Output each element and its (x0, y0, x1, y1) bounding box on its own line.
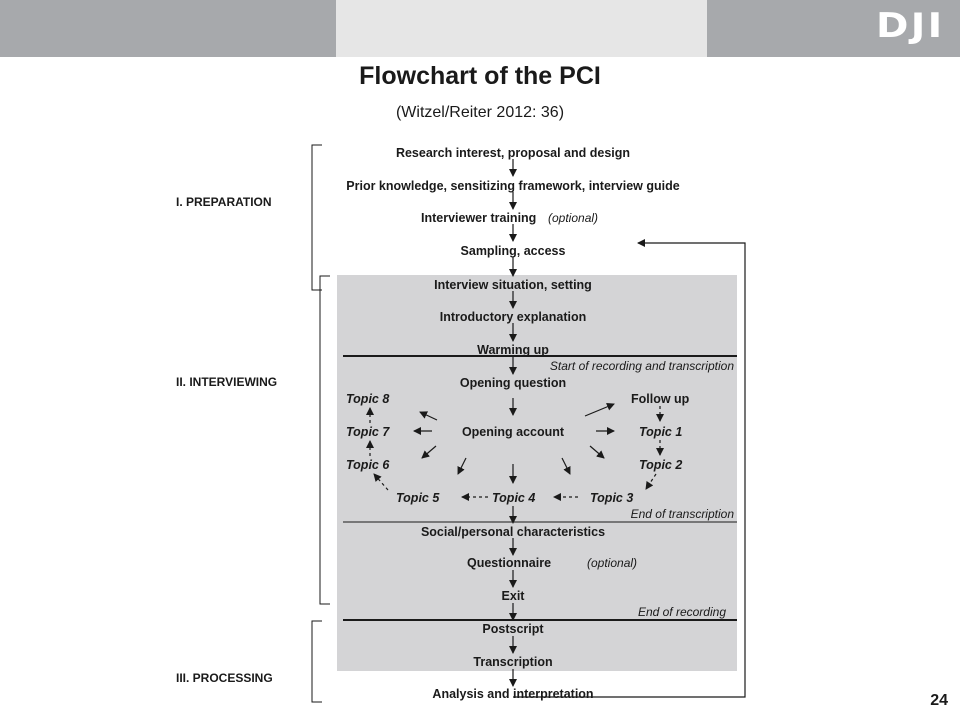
node-warming-up: Warming up (477, 343, 549, 357)
phase-preparation: I. PREPARATION (176, 195, 272, 209)
node-analysis: Analysis and interpretation (432, 687, 593, 701)
arrow-loop-to-sampling (513, 239, 746, 698)
node-topic-4: Topic 4 (492, 491, 535, 505)
phase-processing: III. PROCESSING (176, 671, 273, 685)
slide-title: Flowchart of the PCI (359, 62, 601, 90)
header-bar-right (707, 0, 960, 57)
arrow-account-to-followup (584, 402, 615, 417)
arrow-account-to-topic3 (561, 457, 571, 475)
node-introductory-explanation: Introductory explanation (440, 310, 587, 324)
node-interviewer-training-optional: (optional) (548, 211, 598, 225)
node-topic-2: Topic 2 (639, 458, 682, 472)
interviewing-region (337, 275, 737, 671)
header-bar-left (0, 0, 336, 57)
interviewing-bracket (319, 275, 330, 605)
node-topic-5: Topic 5 (396, 491, 440, 505)
phase-interviewing: II. INTERVIEWING (176, 375, 277, 389)
dji-logo: DJI (876, 6, 945, 46)
note-end-recording: End of recording (638, 605, 726, 619)
arrow-account-to-topic2 (589, 445, 605, 459)
note-start-recording: Start of recording and transcription (550, 359, 734, 373)
node-topic-1: Topic 1 (639, 425, 682, 439)
page-number: 24 (930, 692, 948, 709)
node-topic-3: Topic 3 (590, 491, 633, 505)
node-research-interest: Research interest, proposal and design (396, 146, 630, 160)
node-interview-situation: Interview situation, setting (434, 278, 592, 292)
processing-bracket (311, 620, 322, 703)
header-bar-middle (336, 0, 707, 57)
node-opening-account: Opening account (462, 425, 565, 439)
node-prior-knowledge: Prior knowledge, sensitizing framework, … (346, 179, 679, 193)
node-interviewer-training: Interviewer training (421, 211, 536, 225)
arrow-account-to-topic6 (421, 445, 437, 459)
node-topic-7: Topic 7 (346, 425, 390, 439)
arrow-account-to-topic8 (419, 411, 438, 421)
arrow-account-to-topic5 (457, 457, 467, 475)
node-exit: Exit (502, 589, 526, 603)
node-questionnaire: Questionnaire (467, 556, 551, 570)
node-topic-8: Topic 8 (346, 392, 389, 406)
node-social-characteristics: Social/personal characteristics (421, 525, 605, 539)
slide-subtitle: (Witzel/Reiter 2012: 36) (395, 104, 565, 121)
node-questionnaire-optional: (optional) (587, 556, 637, 570)
node-postscript: Postscript (482, 622, 544, 636)
node-topic-6: Topic 6 (346, 458, 390, 472)
preparation-bracket (311, 144, 322, 291)
node-sampling: Sampling, access (461, 244, 566, 258)
note-end-transcription: End of transcription (631, 507, 735, 521)
node-follow-up: Follow up (631, 392, 690, 406)
node-opening-question: Opening question (460, 376, 566, 390)
node-transcription: Transcription (473, 655, 552, 669)
